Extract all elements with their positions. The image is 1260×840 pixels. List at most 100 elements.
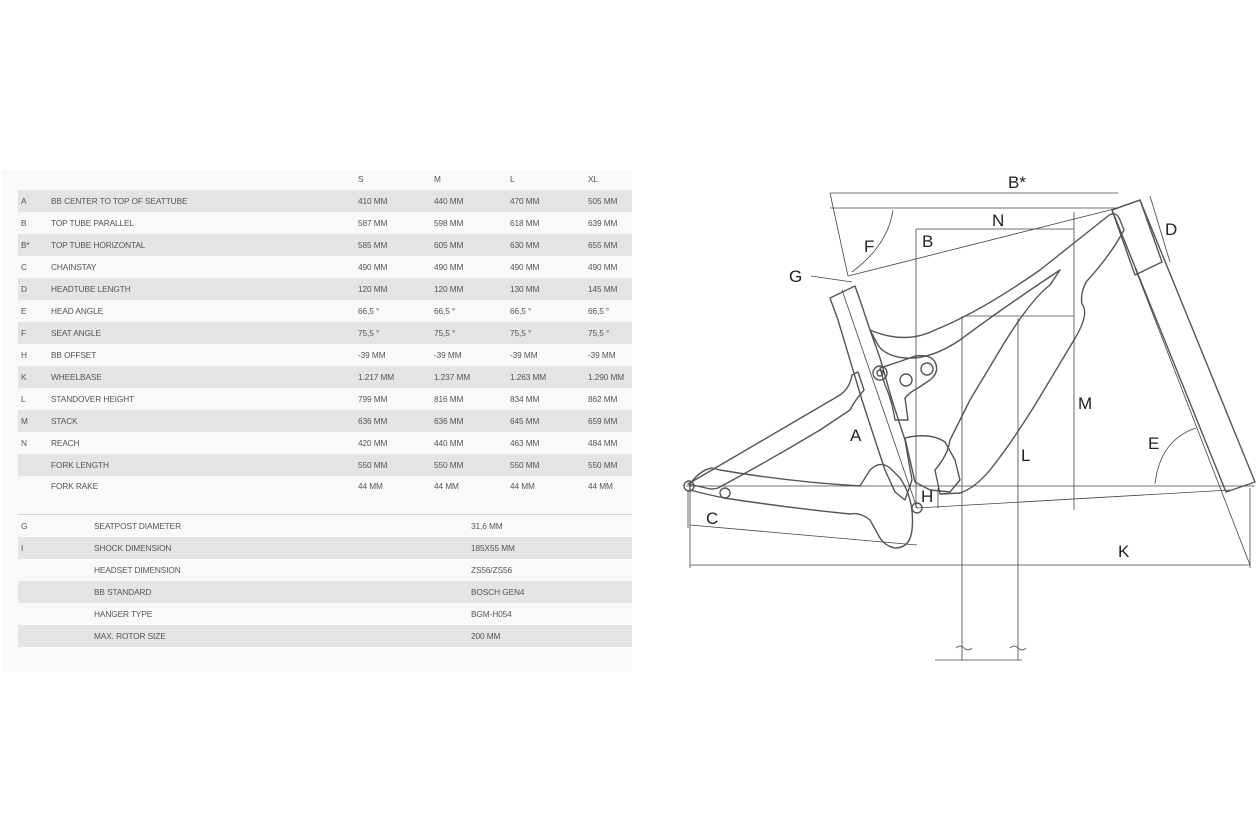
- row-label: STANDOVER HEIGHT: [51, 394, 135, 404]
- spec-value: BOSCH GEN4: [471, 587, 525, 597]
- row-code: D: [21, 284, 27, 294]
- spec-row: HEADSET DIMENSION ZS56/ZS56: [18, 559, 632, 581]
- table-row: C CHAINSTAY 490 MM 490 MM 490 MM 490 MM: [18, 256, 632, 278]
- frame-outline: [687, 199, 1256, 549]
- size-header-m: M: [434, 174, 441, 184]
- main-pivot: [872, 365, 888, 381]
- dropout-pivot: [719, 487, 731, 499]
- table-row: F SEAT ANGLE 75,5 ° 75,5 ° 75,5 ° 75,5 °: [18, 322, 632, 344]
- value-m: 816 MM: [434, 394, 464, 404]
- table-row: B* TOP TUBE HORIZONTAL 585 MM 605 MM 630…: [18, 234, 632, 256]
- row-code: K: [21, 372, 27, 382]
- spec-label: HANGER TYPE: [94, 609, 153, 619]
- value-xl: 655 MM: [588, 240, 618, 250]
- spec-row: BB STANDARD BOSCH GEN4: [18, 581, 632, 603]
- value-s: 66,5 °: [358, 306, 380, 316]
- value-xl: 66,5 °: [588, 306, 610, 316]
- value-m: 550 MM: [434, 460, 464, 470]
- spec-value: ZS56/ZS56: [471, 565, 513, 575]
- size-header-s: S: [358, 174, 364, 184]
- geometry-table-panel: S M L XL A BB CENTER TO TOP OF SEATTUBE …: [2, 170, 632, 672]
- value-l: 834 MM: [510, 394, 540, 404]
- value-s: 636 MM: [358, 416, 388, 426]
- spec-row: G SEATPOST DIAMETER 31,6 MM: [18, 515, 632, 537]
- row-code: B*: [21, 240, 30, 250]
- angle-f-arc: [851, 209, 894, 273]
- spec-value: 200 MM: [471, 631, 501, 641]
- value-xl: 862 MM: [588, 394, 618, 404]
- value-m: 598 MM: [434, 218, 464, 228]
- table-row: H BB OFFSET -39 MM -39 MM -39 MM -39 MM: [18, 344, 632, 366]
- value-s: 410 MM: [358, 196, 388, 206]
- size-header-xl: XL: [588, 174, 598, 184]
- table-row: B TOP TUBE PARALLEL 587 MM 598 MM 618 MM…: [18, 212, 632, 234]
- table-row: E HEAD ANGLE 66,5 ° 66,5 ° 66,5 ° 66,5 °: [18, 300, 632, 322]
- value-s: 490 MM: [358, 262, 388, 272]
- value-l: 470 MM: [510, 196, 540, 206]
- top-tube-and-downtube-outline: [869, 213, 1125, 495]
- spec-label: HEADSET DIMENSION: [94, 565, 181, 575]
- value-s: 44 MM: [358, 481, 383, 491]
- dimension-labels: B* N B F D G M A E L H C K: [706, 173, 1177, 561]
- row-label: TOP TUBE PARALLEL: [51, 218, 134, 228]
- value-l: 66,5 °: [510, 306, 532, 316]
- spec-code: G: [21, 521, 28, 531]
- label-n: N: [992, 211, 1004, 230]
- value-s: -39 MM: [358, 350, 386, 360]
- value-l: 44 MM: [510, 481, 535, 491]
- spec-label: BB STANDARD: [94, 587, 152, 597]
- row-code: F: [21, 328, 26, 338]
- label-e: E: [1148, 434, 1159, 453]
- row-label: HEADTUBE LENGTH: [51, 284, 131, 294]
- value-m: 490 MM: [434, 262, 464, 272]
- table-row: L STANDOVER HEIGHT 799 MM 816 MM 834 MM …: [18, 388, 632, 410]
- spec-value: 31,6 MM: [471, 521, 503, 531]
- value-l: 630 MM: [510, 240, 540, 250]
- value-l: 1.263 MM: [510, 372, 547, 382]
- head-axis-extension: [1134, 267, 1251, 566]
- spec-code: I: [21, 543, 24, 553]
- row-label: FORK LENGTH: [51, 460, 109, 470]
- label-g: G: [789, 267, 802, 286]
- value-m: 66,5 °: [434, 306, 456, 316]
- value-l: 463 MM: [510, 438, 540, 448]
- value-s: 120 MM: [358, 284, 388, 294]
- row-code: M: [21, 416, 28, 426]
- label-f: F: [864, 237, 874, 256]
- dim-n-line: [847, 207, 1119, 277]
- row-label: BB CENTER TO TOP OF SEATTUBE: [51, 196, 188, 206]
- label-c: C: [706, 509, 718, 528]
- row-label: CHAINSTAY: [51, 262, 97, 272]
- value-xl: 639 MM: [588, 218, 618, 228]
- value-xl: 490 MM: [588, 262, 618, 272]
- value-xl: 659 MM: [588, 416, 618, 426]
- value-m: 605 MM: [434, 240, 464, 250]
- value-xl: -39 MM: [588, 350, 616, 360]
- value-l: 550 MM: [510, 460, 540, 470]
- dim-a-line: [841, 289, 918, 509]
- fork-outline: [1111, 199, 1256, 493]
- row-code: H: [21, 350, 27, 360]
- row-label: FORK RAKE: [51, 481, 99, 491]
- row-code: N: [21, 438, 27, 448]
- spec-label: MAX. ROTOR SIZE: [94, 631, 166, 641]
- value-m: 636 MM: [434, 416, 464, 426]
- dimension-lines: [686, 192, 1255, 661]
- label-m: M: [1078, 394, 1092, 413]
- value-s: 550 MM: [358, 460, 388, 470]
- break-mark-right: [1009, 645, 1027, 651]
- table-row: FORK RAKE 44 MM 44 MM 44 MM 44 MM: [18, 475, 632, 497]
- label-k: K: [1118, 542, 1130, 561]
- table-row: M STACK 636 MM 636 MM 645 MM 659 MM: [18, 410, 632, 432]
- row-code: B: [21, 218, 27, 228]
- seatstay-outline: [687, 371, 865, 490]
- label-d: D: [1165, 220, 1177, 239]
- spec-row: HANGER TYPE BGM-H054: [18, 603, 632, 625]
- spec-value: BGM-H054: [471, 609, 512, 619]
- table-row: D HEADTUBE LENGTH 120 MM 120 MM 130 MM 1…: [18, 278, 632, 300]
- label-b: B: [922, 232, 933, 251]
- value-l: 75,5 °: [510, 328, 532, 338]
- value-m: 1.237 MM: [434, 372, 471, 382]
- spec-value: 185X55 MM: [471, 543, 515, 553]
- dim-c-line: [689, 524, 918, 546]
